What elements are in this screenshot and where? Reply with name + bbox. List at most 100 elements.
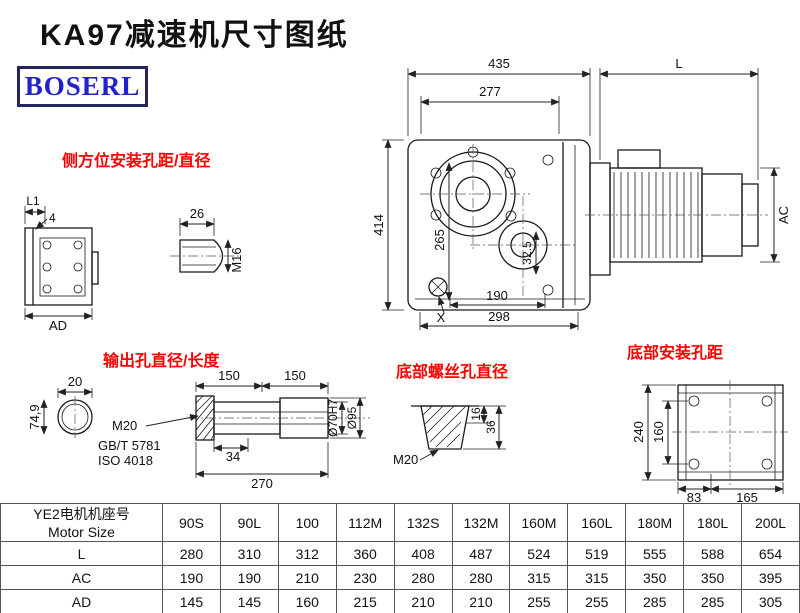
size-cell: 280 — [162, 541, 221, 566]
page-title: KA97减速机尺寸图纸 — [40, 19, 349, 52]
bottom-mount-drawing — [672, 380, 788, 485]
row-label: AD — [0, 589, 163, 613]
dim-AD: AD — [49, 318, 67, 333]
dim-277: 277 — [479, 84, 501, 99]
size-cell: 190 — [162, 565, 221, 590]
dimensions-screw: 16 36 M20 — [393, 405, 506, 467]
dim-M20-output: M20 — [112, 418, 137, 433]
dimensions-main: 435 L 277 414 265 32.5 190 298 — [371, 56, 791, 330]
dim-165: 165 — [736, 490, 758, 505]
dim-435: 435 — [488, 56, 510, 71]
dim-26: 26 — [190, 206, 204, 221]
size-cell: 285 — [683, 589, 743, 613]
size-cell: 210 — [451, 589, 511, 613]
row-label: AC — [0, 565, 163, 590]
size-cell: 285 — [625, 589, 685, 613]
size-cell: 255 — [567, 589, 627, 613]
bottom-screw-drawing — [411, 405, 479, 450]
size-cell: 215 — [335, 589, 395, 613]
size-cell: 654 — [741, 541, 800, 566]
label-side-mount: 侧方位安装孔距/直径 — [62, 153, 211, 170]
dim-ISO: ISO 4018 — [98, 453, 153, 468]
size-cell: 210 — [277, 565, 337, 590]
motor-drawing — [585, 149, 768, 276]
column-header: 160L — [567, 503, 627, 542]
size-cell: 145 — [162, 589, 221, 613]
main-view-drawing — [407, 139, 591, 311]
dim-150b: 150 — [284, 368, 306, 383]
column-header: 112M — [335, 503, 395, 542]
dim-74-9: 74,9 — [27, 404, 42, 429]
dim-265: 265 — [432, 229, 447, 251]
size-cell: 310 — [219, 541, 279, 566]
column-header: 132M — [451, 503, 511, 542]
dim-240: 240 — [631, 421, 646, 443]
dim-M16: M16 — [229, 247, 244, 272]
dim-X: X — [437, 310, 446, 325]
size-cell: 255 — [509, 589, 569, 613]
size-cell: 519 — [567, 541, 627, 566]
size-cell: 280 — [451, 565, 511, 590]
column-header: 200L — [741, 503, 800, 542]
dim-d70: Ø70H7 — [326, 399, 340, 437]
column-header: 132S — [393, 503, 453, 542]
side-view-drawing — [24, 227, 99, 306]
label-bottom-mount: 底部安装孔距 — [627, 345, 724, 362]
dim-150a: 150 — [218, 368, 240, 383]
output-shaft-drawing — [57, 395, 370, 441]
dim-414: 414 — [371, 214, 386, 236]
size-cell: 315 — [567, 565, 627, 590]
dim-270: 270 — [251, 476, 273, 491]
column-header: 180L — [683, 503, 743, 542]
column-header: 160M — [509, 503, 569, 542]
dimensions-output: 20 74,9 150 150 M20 GB/T 5781 ISO 4018 3… — [27, 368, 366, 491]
logo-text: BOSERL — [24, 71, 141, 101]
size-cell: 210 — [393, 589, 453, 613]
column-header: 90L — [219, 503, 279, 542]
dim-83: 83 — [687, 490, 701, 505]
size-cell: 190 — [219, 565, 279, 590]
motor-size-header: YE2电机机座号 Motor Size — [0, 503, 163, 542]
size-cell: 555 — [625, 541, 685, 566]
motor-size-header-cn: YE2电机机座号 — [33, 505, 130, 522]
dim-32-5: 32.5 — [520, 241, 534, 265]
size-cell: 160 — [277, 589, 337, 613]
dim-4: 4 — [49, 211, 56, 225]
dim-20: 20 — [68, 374, 82, 389]
size-cell: 524 — [509, 541, 569, 566]
dimensions-bottom-mount: 240 160 83 165 — [631, 384, 784, 505]
dim-298: 298 — [488, 309, 510, 324]
column-header: 90S — [162, 503, 221, 542]
size-cell: 350 — [683, 565, 743, 590]
size-cell: 315 — [509, 565, 569, 590]
dimensions-shaft-view: 26 M16 — [179, 206, 244, 273]
dim-160: 160 — [651, 421, 666, 443]
size-cell: 350 — [625, 565, 685, 590]
size-cell: 312 — [277, 541, 337, 566]
size-cell: 408 — [393, 541, 453, 566]
size-cell: 305 — [741, 589, 800, 613]
dim-L: L — [675, 56, 682, 71]
technical-drawing: 435 L 277 414 265 32.5 190 298 — [24, 56, 791, 505]
size-cell: 230 — [335, 565, 395, 590]
dim-190: 190 — [486, 288, 508, 303]
size-cell: 487 — [451, 541, 511, 566]
dim-L1: L1 — [26, 194, 40, 208]
row-label: L — [0, 541, 163, 566]
motor-size-header-en: Motor Size — [48, 523, 115, 540]
dim-AC: AC — [776, 206, 791, 224]
size-cell: 145 — [219, 589, 279, 613]
label-output-hole: 输出孔直径/长度 — [103, 353, 220, 370]
size-cell: 588 — [683, 541, 743, 566]
dim-GB: GB/T 5781 — [98, 438, 161, 453]
size-cell: 280 — [393, 565, 453, 590]
size-cell: 360 — [335, 541, 395, 566]
label-bottom-screw: 底部螺丝孔直径 — [396, 364, 509, 381]
